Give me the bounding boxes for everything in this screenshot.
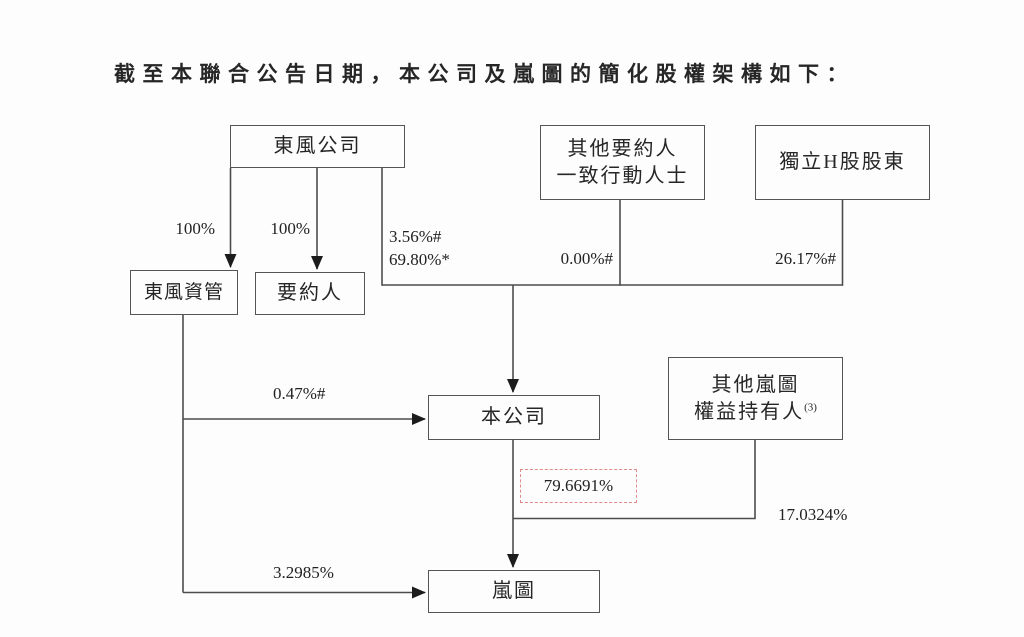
- pct-dongfeng-to-offeror: 100%: [270, 219, 310, 238]
- node-other-offeror-concert-parties: 其他要約人 一致行動人士: [540, 125, 705, 200]
- pct-company-to-voyah: 79.6691%: [543, 476, 614, 495]
- node-label: 其他嵐圖: [711, 373, 800, 396]
- node-other-voyah-holders: 其他嵐圖 權益持有人(3): [668, 357, 843, 440]
- node-label: 東風公司: [273, 135, 362, 157]
- pct-dongfeng-to-asset: 100%: [175, 219, 215, 238]
- node-label: 一致行動人士: [556, 164, 689, 187]
- pct-dongfeng-to-company-a: 3.56%#: [389, 227, 442, 246]
- pct-h-shareholders-to-company: 26.17%#: [775, 249, 836, 268]
- node-label: 東風資管: [143, 281, 224, 303]
- footnote-marker: (3): [804, 400, 817, 413]
- node-label: 權益持有人(3): [694, 399, 817, 426]
- pct-company-to-voyah-highlight: 79.6691%: [520, 469, 637, 503]
- pct-dongfeng-to-company-b: 69.80%*: [389, 250, 450, 269]
- pct-concert-parties-to-company: 0.00%#: [560, 249, 613, 268]
- pct-other-holders-to-voyah: 17.0324%: [778, 505, 848, 524]
- node-label: 要約人: [277, 282, 343, 304]
- node-independent-h-shareholders: 獨立H股股東: [755, 125, 930, 200]
- pct-asset-to-company: 0.47%#: [273, 384, 326, 403]
- node-dongfeng-asset-management: 東風資管: [130, 270, 238, 315]
- node-the-company: 本公司: [428, 395, 600, 440]
- node-label: 獨立H股股東: [779, 151, 906, 173]
- diagram-title: 截至本聯合公告日期，本公司及嵐圖的簡化股權架構如下：: [114, 62, 855, 86]
- node-label-text: 權益持有人: [694, 400, 805, 423]
- edge-otherholders-to-voyah: [513, 440, 756, 520]
- node-voyah: 嵐圖: [428, 570, 600, 613]
- node-label: 其他要約人: [567, 137, 678, 160]
- node-label: 本公司: [481, 406, 547, 428]
- node-label: 嵐圖: [492, 580, 536, 602]
- node-dongfeng-company: 東風公司: [230, 125, 405, 168]
- pct-asset-to-voyah: 3.2985%: [273, 563, 334, 582]
- node-offeror: 要約人: [255, 272, 365, 315]
